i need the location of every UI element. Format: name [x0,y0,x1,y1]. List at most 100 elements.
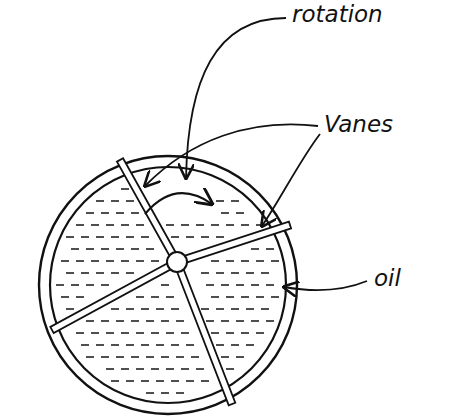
vane [176,222,291,266]
oil-dash [141,308,149,310]
oil-dash [151,332,159,334]
oil-dash [61,296,69,298]
oil-dash [106,368,114,370]
oil-dash [166,296,174,298]
inner-casing [50,167,286,403]
oil-dash [231,272,239,274]
leader-line [262,134,320,226]
oil-dash [256,260,264,262]
oil-dash [266,284,274,286]
oil-dash [101,248,109,250]
oil-dash [206,284,214,286]
oil-dash [111,308,119,310]
oil-dash [151,260,159,262]
oil-dash [216,272,224,274]
oil-dash [236,356,244,358]
oil-dashes [56,189,279,393]
oil-dash [231,200,239,202]
oil-dash [86,212,94,214]
oil-dash [76,296,84,298]
oil-dash [246,272,254,274]
oil-dash [121,224,129,226]
vane [174,261,236,406]
oil-dash [91,260,99,262]
oil-dash [271,296,279,298]
rotation-arrow [145,193,212,214]
oil-dash [131,212,139,214]
oil-dash [116,212,124,214]
oil-dash [141,344,149,346]
oil-dash [206,320,214,322]
oil-dash [176,392,184,394]
oil-dash [146,392,154,394]
oil-dash [226,260,234,262]
oil-dash [221,356,229,358]
oil-dash [236,320,244,322]
oil-dash [131,356,139,358]
oil-dash [186,380,194,382]
oil-dash [136,332,144,334]
oil-dash [101,356,109,358]
oil-dash [106,260,114,262]
oil-dash [91,332,99,334]
oil-dash [106,224,114,226]
oil-dash [251,284,259,286]
oil-dash [166,224,174,226]
oil-dash [236,212,244,214]
oil-dash [96,200,104,202]
oil-dash [131,248,139,250]
oil-dash [161,320,169,322]
oil-dash [251,320,259,322]
oil-dash [161,356,169,358]
oil-dash [226,224,234,226]
outer-casing [39,156,297,414]
oil-dash [76,260,84,262]
oil-dash [216,236,224,238]
oil-dash [241,260,249,262]
oil-dash [236,284,244,286]
oil-dash [196,368,204,370]
oil-dash [251,248,259,250]
oil-dash [266,320,274,322]
oil-dash [186,344,194,346]
oil-dash [156,380,164,382]
leader-line [186,18,286,178]
oil-dash [76,332,84,334]
part-label: oil [372,266,403,291]
oil-dash [166,332,174,334]
oil-dash [211,224,219,226]
vane [50,259,178,333]
oil-dash [126,272,134,274]
oil-dash [241,332,249,334]
oil-dash [151,296,159,298]
oil-dash [86,320,94,322]
oil-dash [211,260,219,262]
oil-dash [201,236,209,238]
oil-dash [121,260,129,262]
oil-dash [191,356,199,358]
oil-dash [126,308,134,310]
oil-dash [171,308,179,310]
oil-dash [116,248,124,250]
oil-dash [176,320,184,322]
oil-dash [111,272,119,274]
oil-dash [231,308,239,310]
oil-dash [221,320,229,322]
oil-dash [101,284,109,286]
oil-dash [121,368,129,370]
oil-dash [246,344,254,346]
oil-dash [161,392,169,394]
oil-dash [171,236,179,238]
oil-dash [166,368,174,370]
oil-dash [271,260,279,262]
oil-dash [221,212,229,214]
oil-dash [66,272,74,274]
oil-dash [91,224,99,226]
oil-dash [181,368,189,370]
oil-dash [156,308,164,310]
oil-dash [101,212,109,214]
oil-dash [111,344,119,346]
oil-dash [226,296,234,298]
oil-dash [211,332,219,334]
